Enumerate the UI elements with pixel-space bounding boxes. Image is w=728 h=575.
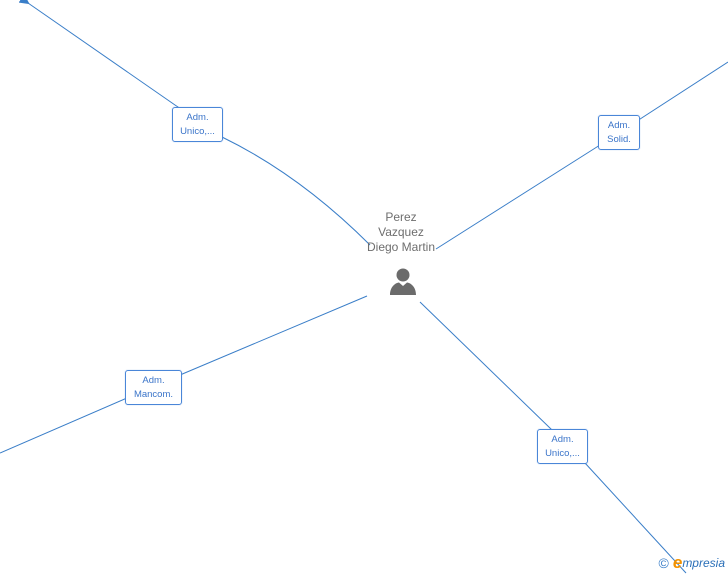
person-icon[interactable] bbox=[388, 266, 418, 296]
edge-bottom-left bbox=[0, 295, 368, 454]
role-label-line-2: Unico,... bbox=[180, 126, 215, 137]
brand-name: mpresia bbox=[682, 556, 725, 570]
role-label-line-2: Mancom. bbox=[133, 389, 174, 400]
person-name-line-3: Diego Martin bbox=[366, 240, 436, 254]
role-box-bottom-left[interactable]: Adm. Mancom. bbox=[125, 370, 182, 405]
role-label-line-1: Adm. bbox=[142, 375, 165, 386]
edge-top-right bbox=[435, 61, 728, 250]
role-label-line-1: Adm. bbox=[607, 120, 631, 131]
role-label-line-1: Adm. bbox=[186, 112, 209, 123]
footer-brand: © e mpresia bbox=[659, 553, 725, 573]
person-name[interactable]: Perez Vazquez Diego Martin bbox=[351, 210, 451, 255]
role-label-line-2: Solid. bbox=[607, 134, 631, 145]
person-name-line-1: Perez bbox=[385, 210, 417, 224]
role-label-line-2: Unico,... bbox=[545, 448, 580, 459]
role-box-top-right[interactable]: Adm. Solid. bbox=[598, 115, 640, 150]
brand-logo-initial: e bbox=[672, 553, 683, 572]
role-box-top-left[interactable]: Adm. Unico,... bbox=[172, 107, 223, 142]
person-name-line-2: Vazquez bbox=[378, 225, 424, 239]
role-label-line-1: Adm. bbox=[551, 434, 574, 445]
role-box-bottom-right[interactable]: Adm. Unico,... bbox=[537, 429, 588, 464]
copyright-icon: © bbox=[658, 555, 669, 571]
